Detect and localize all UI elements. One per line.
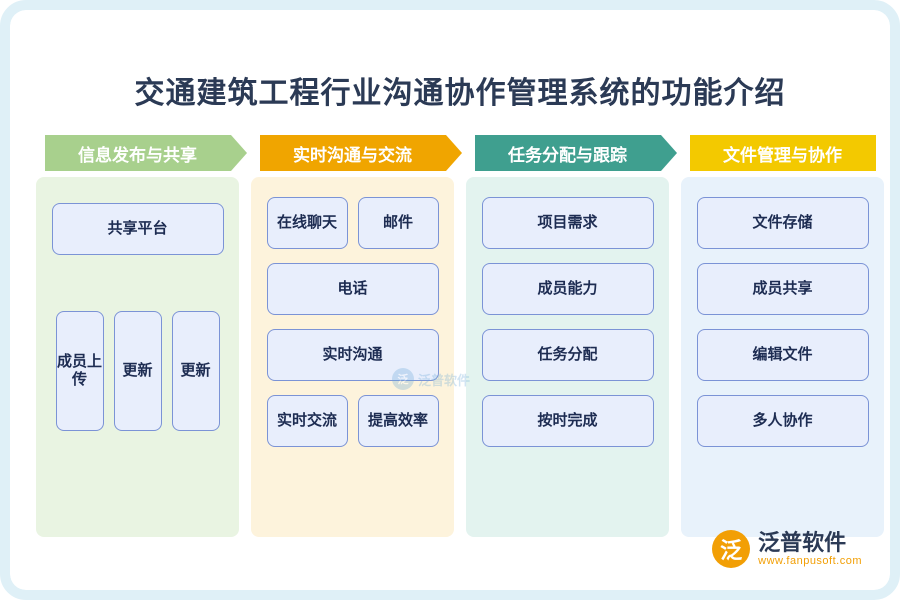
node-row: 项目需求: [466, 197, 669, 249]
node-box[interactable]: 实时交流: [266, 395, 348, 447]
node-row: 实时交流 提高效率: [251, 395, 454, 447]
node-box[interactable]: 实时沟通: [266, 329, 439, 381]
diagram-inner: 交通建筑工程行业沟通协作管理系统的功能介绍 信息发布与共享 共享平台 成员上传 …: [10, 10, 890, 590]
columns-container: 信息发布与共享 共享平台 成员上传 更新 更新 实时沟通与: [36, 135, 886, 537]
column-banner-label-3: 任务分配与跟踪: [508, 145, 627, 165]
node-row: 按时完成: [466, 395, 669, 447]
column-body-2: 在线聊天 邮件 电话 实时沟通 实时交流 提高效率: [251, 177, 454, 537]
column-banner-label-2: 实时沟通与交流: [293, 145, 412, 165]
node-box[interactable]: 提高效率: [357, 395, 439, 447]
node-box[interactable]: 成员共享: [696, 263, 869, 315]
node-box[interactable]: 成员能力: [481, 263, 654, 315]
logo-text: 泛普软件 www.fanpusoft.com: [758, 529, 862, 568]
column-body-1: 共享平台 成员上传 更新 更新: [36, 177, 239, 537]
column-banner-label-1: 信息发布与共享: [78, 145, 197, 165]
column-banner-1[interactable]: 信息发布与共享: [44, 135, 247, 171]
node-box[interactable]: 多人协作: [696, 395, 869, 447]
node-box[interactable]: 按时完成: [481, 395, 654, 447]
column-task-assignment: 任务分配与跟踪 项目需求 成员能力 任务分配 按时完成: [466, 135, 677, 537]
node-box[interactable]: 文件存储: [696, 197, 869, 249]
node-box[interactable]: 项目需求: [481, 197, 654, 249]
logo-name: 泛普软件: [758, 529, 847, 555]
column-banner-3[interactable]: 任务分配与跟踪: [474, 135, 677, 171]
node-box[interactable]: 更新: [171, 311, 220, 431]
node-row: 任务分配: [466, 329, 669, 381]
node-row: 实时沟通: [251, 329, 454, 381]
node-box[interactable]: 任务分配: [481, 329, 654, 381]
node-box[interactable]: 更新: [113, 311, 162, 431]
node-box[interactable]: 电话: [266, 263, 439, 315]
column-body-4: 文件存储 成员共享 编辑文件 多人协作: [681, 177, 884, 537]
logo-url: www.fanpusoft.com: [758, 555, 862, 568]
node-box[interactable]: 共享平台: [51, 203, 224, 255]
page-title: 交通建筑工程行业沟通协作管理系统的功能介绍: [134, 77, 786, 110]
column-realtime-communication: 实时沟通与交流 在线聊天 邮件 电话 实时沟通 实时交流: [251, 135, 462, 537]
banner-arrow-icon: [445, 135, 462, 171]
node-box[interactable]: 成员上传: [55, 311, 104, 431]
node-row: 成员上传 更新 更新: [36, 311, 239, 431]
banner-arrow-icon: [660, 135, 677, 171]
node-box[interactable]: 编辑文件: [696, 329, 869, 381]
column-banner-4[interactable]: 文件管理与协作: [689, 135, 876, 171]
node-row: 成员能力: [466, 263, 669, 315]
node-row: 共享平台: [36, 203, 239, 255]
node-row: 文件存储: [681, 197, 884, 249]
node-row: 多人协作: [681, 395, 884, 447]
column-body-3: 项目需求 成员能力 任务分配 按时完成: [466, 177, 669, 537]
column-banner-2[interactable]: 实时沟通与交流: [259, 135, 462, 171]
brand-logo: 泛 泛普软件 www.fanpusoft.com: [712, 530, 862, 568]
node-row: 编辑文件: [681, 329, 884, 381]
column-banner-label-4: 文件管理与协作: [723, 145, 842, 165]
node-box[interactable]: 邮件: [357, 197, 439, 249]
node-row: 电话: [251, 263, 454, 315]
column-information-publishing: 信息发布与共享 共享平台 成员上传 更新 更新: [36, 135, 247, 537]
banner-arrow-icon: [230, 135, 247, 171]
node-row: 成员共享: [681, 263, 884, 315]
node-box[interactable]: 在线聊天: [266, 197, 348, 249]
logo-mark-icon: 泛: [712, 530, 751, 568]
column-file-management: 文件管理与协作 文件存储 成员共享 编辑文件 多人协作: [681, 135, 884, 537]
node-row: 在线聊天 邮件: [251, 197, 454, 249]
